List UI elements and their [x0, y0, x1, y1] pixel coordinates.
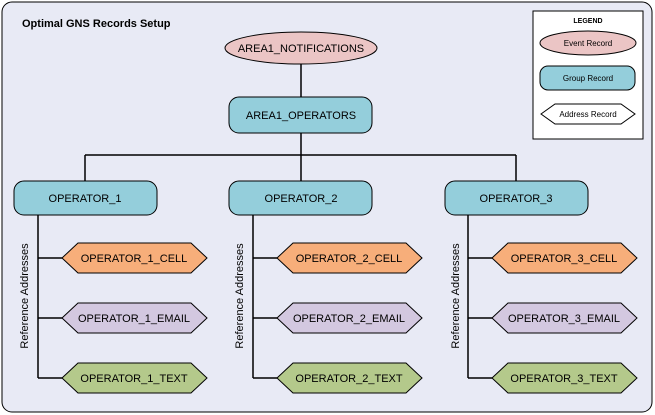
node-operator-3-label: OPERATOR_3 [480, 193, 553, 205]
address-1-cell-shape [61, 242, 208, 274]
node-root-event: AREA1_NOTIFICATIONS [224, 31, 378, 65]
legend-title: LEGEND [573, 18, 602, 25]
address-2-email-shape [276, 302, 423, 334]
legend-group-label: Group Record [563, 74, 613, 83]
node-operator-2-label: OPERATOR_2 [265, 193, 338, 205]
address-2-text-label: OPERATOR_2_TEXT [295, 373, 402, 385]
address-3-text-label: OPERATOR_3_TEXT [510, 373, 617, 385]
node-group-label: AREA1_OPERATORS [246, 110, 356, 122]
legend-address-label: Address Record [559, 110, 616, 119]
operator-column-2: OPERATOR_2 Reference Addresses OPERATOR_… [228, 180, 423, 394]
legend: LEGEND Event Record Group Record Address… [532, 10, 644, 140]
node-root-event-shape [224, 31, 378, 65]
address-1-email-label: OPERATOR_1_EMAIL [78, 313, 190, 325]
address-2-text-shape [276, 362, 423, 394]
node-operator-1-label: OPERATOR_1 [49, 193, 122, 205]
legend-address-swatch [540, 103, 636, 125]
operator-3-side-label: Reference Addresses [450, 243, 462, 349]
address-2-cell-shape [276, 242, 423, 274]
address-1-cell-label: OPERATOR_1_CELL [81, 253, 188, 265]
address-3-cell-shape [491, 242, 638, 274]
legend-event-label: Event Record [564, 39, 612, 48]
address-3-email-shape [491, 302, 638, 334]
operator-column-3: OPERATOR_3 Reference Addresses OPERATOR_… [444, 180, 638, 394]
address-1-text-shape [61, 362, 208, 394]
diagram-title: Optimal GNS Records Setup [22, 18, 171, 30]
operator-column-1: OPERATOR_1 Reference Addresses OPERATOR_… [13, 180, 208, 394]
address-3-cell-label: OPERATOR_3_CELL [511, 253, 618, 265]
address-2-cell-label: OPERATOR_2_CELL [296, 253, 403, 265]
node-operator-3-shape [444, 180, 589, 216]
connectors [37, 63, 517, 379]
address-3-text-shape [491, 362, 638, 394]
node-group: AREA1_OPERATORS [228, 96, 373, 134]
address-2-email-label: OPERATOR_2_EMAIL [293, 313, 405, 325]
node-operator-2-shape [228, 180, 373, 216]
legend-event-swatch [539, 30, 637, 56]
legend-group-swatch [539, 65, 636, 91]
node-group-shape [228, 96, 373, 134]
node-root-event-label: AREA1_NOTIFICATIONS [238, 43, 364, 55]
operator-2-side-label: Reference Addresses [234, 243, 246, 349]
address-1-text-label: OPERATOR_1_TEXT [80, 373, 187, 385]
address-3-email-label: OPERATOR_3_EMAIL [508, 313, 620, 325]
operator-1-side-label: Reference Addresses [19, 243, 31, 349]
address-1-email-shape [61, 302, 208, 334]
node-operator-1-shape [13, 180, 158, 216]
